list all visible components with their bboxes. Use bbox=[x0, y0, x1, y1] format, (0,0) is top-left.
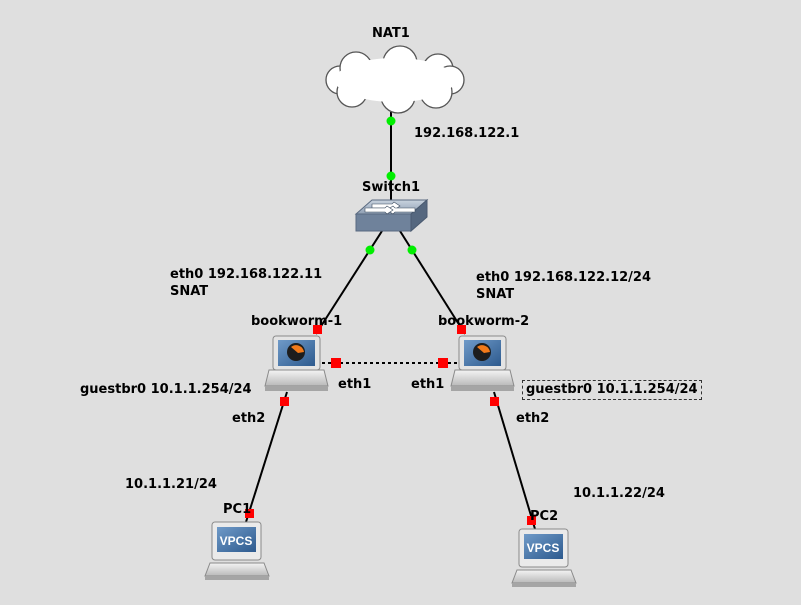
nat-cloud-icon[interactable] bbox=[325, 45, 465, 114]
port-up-indicator bbox=[365, 245, 375, 255]
bookworm1-guestbr-annotation[interactable]: guestbr0 10.1.1.254/24 bbox=[80, 382, 252, 397]
bookworm2-eth1-annotation[interactable]: eth1 bbox=[411, 377, 445, 392]
switch-node-label[interactable]: Switch1 bbox=[362, 180, 421, 195]
port-down-indicator bbox=[438, 358, 448, 368]
link-bookworm1-pc1[interactable] bbox=[245, 391, 288, 523]
port-down-indicator bbox=[280, 397, 289, 406]
port-down-indicator bbox=[331, 358, 341, 368]
bookworm1-eth0-annotation[interactable]: eth0 192.168.122.11 bbox=[170, 267, 323, 282]
bookworm2-eth2-annotation[interactable]: eth2 bbox=[516, 411, 550, 426]
bookworm1-laptop-icon[interactable] bbox=[264, 335, 329, 391]
pc2-ip-annotation[interactable]: 10.1.1.22/24 bbox=[573, 486, 665, 501]
pc1-vpcs-text: VPCS bbox=[220, 534, 253, 548]
bookworm1-eth1-annotation[interactable]: eth1 bbox=[338, 377, 372, 392]
bookworm1-eth2-annotation[interactable]: eth2 bbox=[232, 411, 266, 426]
pc1-vpcs-icon[interactable]: VPCS bbox=[204, 521, 270, 580]
bookworm1-snat-annotation[interactable]: SNAT bbox=[170, 284, 209, 299]
bookworm1-node-label[interactable]: bookworm-1 bbox=[251, 314, 343, 329]
port-down-indicator bbox=[527, 516, 536, 525]
bookworm2-laptop-icon[interactable] bbox=[450, 335, 515, 391]
port-down-indicator bbox=[490, 397, 499, 406]
port-indicators bbox=[245, 116, 536, 525]
nat-ip-annotation[interactable]: 192.168.122.1 bbox=[414, 126, 520, 141]
port-down-indicator bbox=[245, 509, 254, 518]
link-bookworm2-pc2[interactable] bbox=[493, 391, 536, 530]
pc1-ip-annotation[interactable]: 10.1.1.21/24 bbox=[125, 477, 217, 492]
nat-node-label[interactable]: NAT1 bbox=[372, 26, 410, 41]
pc2-vpcs-text: VPCS bbox=[527, 541, 560, 555]
bookworm2-guestbr-annotation-selected[interactable]: guestbr0 10.1.1.254/24 bbox=[522, 380, 702, 400]
port-up-indicator bbox=[386, 116, 396, 126]
port-up-indicator bbox=[407, 245, 417, 255]
pc1-node-label[interactable]: PC1 bbox=[223, 502, 252, 517]
port-up-indicator bbox=[386, 171, 396, 181]
switch-icon[interactable] bbox=[354, 198, 429, 233]
pc2-vpcs-icon[interactable]: VPCS bbox=[511, 528, 577, 587]
port-down-indicator bbox=[457, 325, 466, 334]
pc2-node-label[interactable]: PC2 bbox=[530, 509, 559, 524]
port-down-indicator bbox=[313, 325, 322, 334]
bookworm2-snat-annotation[interactable]: SNAT bbox=[476, 287, 515, 302]
bookworm2-node-label[interactable]: bookworm-2 bbox=[438, 314, 530, 329]
bookworm2-eth0-annotation[interactable]: eth0 192.168.122.12/24 bbox=[476, 270, 652, 285]
